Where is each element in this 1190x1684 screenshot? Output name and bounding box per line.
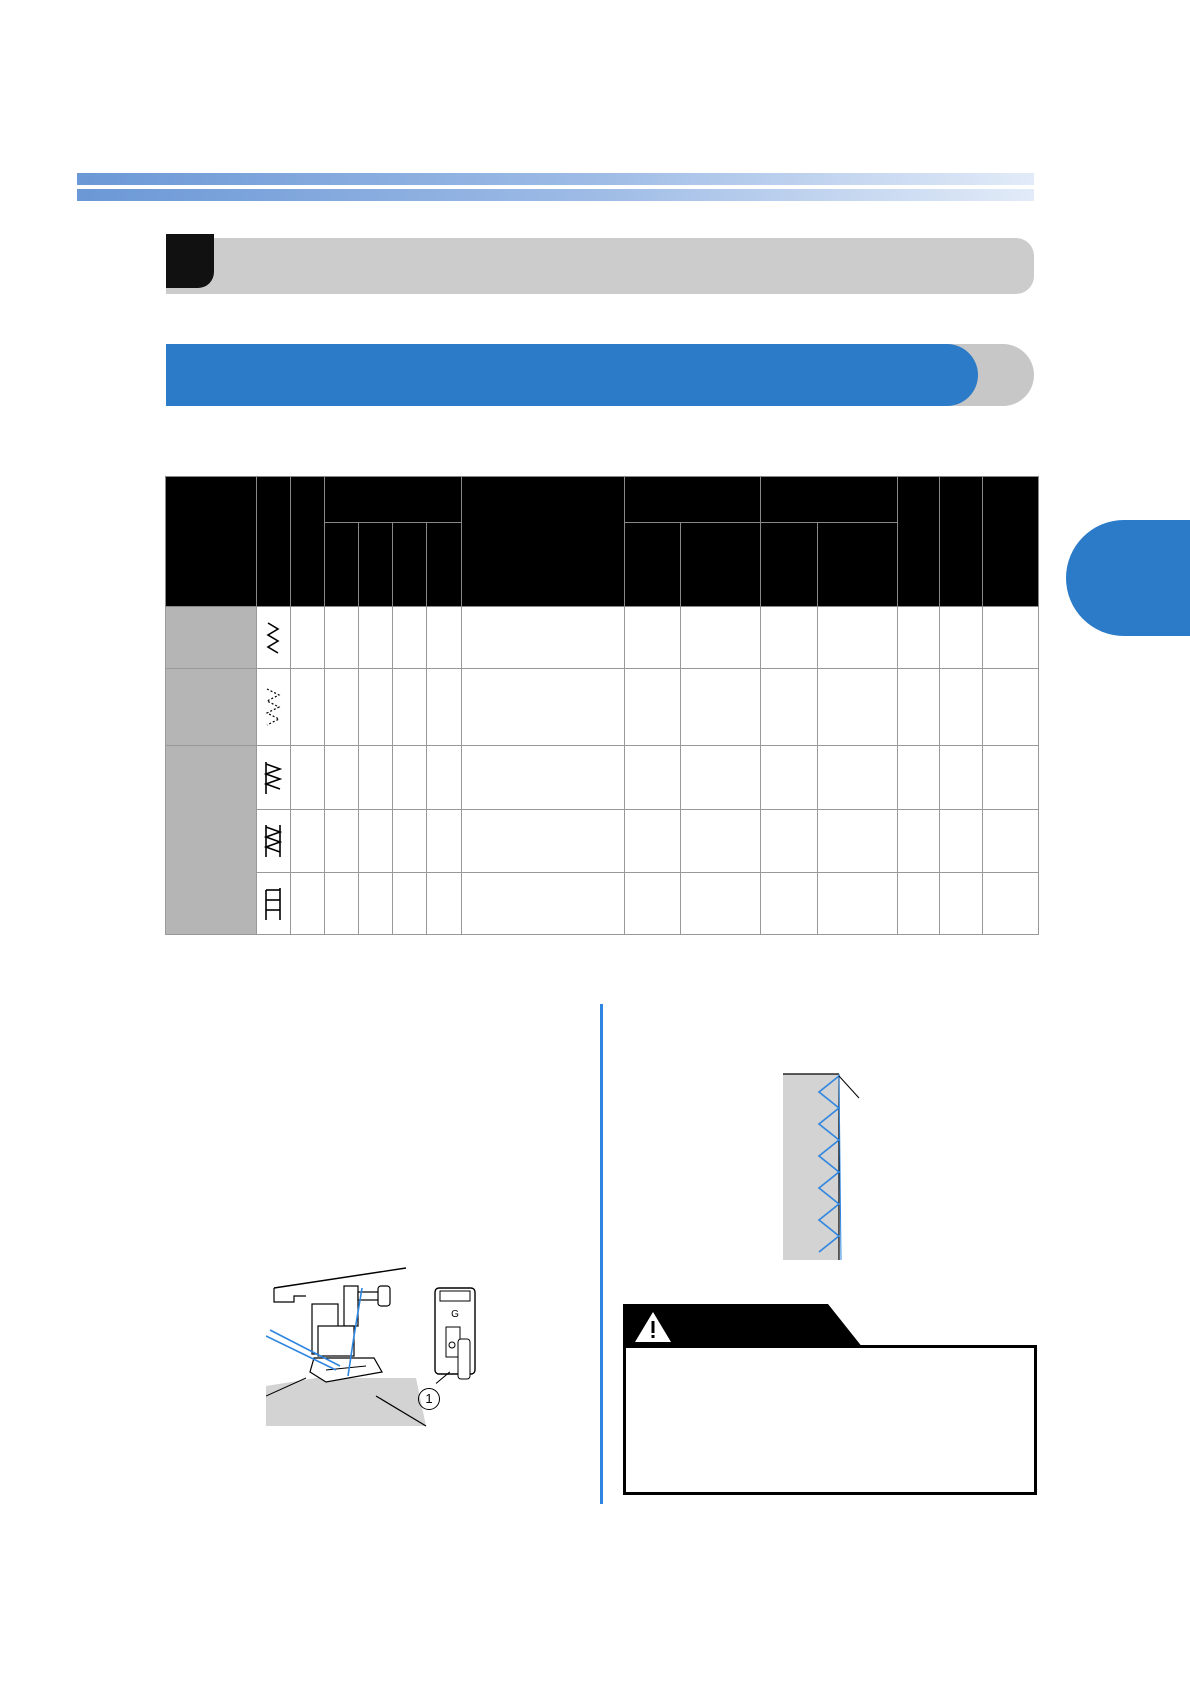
header-foot-2 bbox=[358, 522, 394, 607]
overcasting-foot-g-icon: G bbox=[434, 1287, 478, 1392]
header-reverse bbox=[939, 476, 983, 607]
table-row bbox=[165, 606, 1040, 669]
header-stitch-width bbox=[623, 476, 762, 523]
presser-foot-illustration bbox=[265, 1266, 496, 1441]
section-header-bar bbox=[166, 238, 1034, 294]
stitch-name-cell bbox=[165, 745, 257, 935]
header-stitch-name bbox=[165, 476, 257, 607]
table-row bbox=[165, 668, 1040, 746]
title-bar bbox=[166, 344, 978, 406]
header-width-auto bbox=[623, 522, 681, 607]
overcast-stitch-lines bbox=[783, 1072, 873, 1267]
callout-number: 1 bbox=[418, 1388, 440, 1410]
overcast-stitch-icon bbox=[255, 745, 291, 810]
header-twin-needle bbox=[897, 476, 941, 607]
warning-triangle-icon bbox=[635, 1310, 671, 1342]
header-application bbox=[460, 476, 625, 607]
header-band-top bbox=[77, 173, 1034, 185]
header-foot-4 bbox=[426, 522, 462, 607]
straight-overcast-stitch-icon bbox=[255, 872, 291, 935]
header-width-manual bbox=[679, 522, 762, 607]
foot-letter: G bbox=[451, 1309, 459, 1320]
header-band-bottom bbox=[77, 189, 1034, 201]
table-row bbox=[166, 809, 1040, 873]
zigzag-stitch-icon bbox=[255, 606, 291, 669]
double-overcast-stitch-icon bbox=[255, 809, 291, 873]
header-pattern bbox=[255, 476, 291, 607]
stitch-settings-table bbox=[165, 476, 1040, 935]
caution-box bbox=[623, 1345, 1037, 1495]
header-presser-foot bbox=[323, 476, 462, 523]
dashed-zigzag-stitch-icon bbox=[255, 668, 291, 746]
header-length-auto bbox=[760, 522, 818, 607]
table-row bbox=[166, 872, 1040, 935]
header-stitch-number bbox=[289, 476, 325, 607]
stitch-name-cell bbox=[165, 668, 257, 746]
column-divider bbox=[600, 1004, 603, 1504]
chapter-tab bbox=[1066, 520, 1190, 636]
caution-header-tab bbox=[623, 1304, 863, 1353]
header-extra bbox=[981, 476, 1040, 607]
header-foot-1 bbox=[323, 522, 360, 607]
table-row bbox=[165, 745, 1040, 935]
header-length-manual bbox=[816, 522, 899, 607]
stitch-name-cell bbox=[165, 606, 257, 669]
header-foot-3 bbox=[392, 522, 428, 607]
header-stitch-length bbox=[760, 476, 899, 523]
section-number-block bbox=[166, 234, 214, 288]
